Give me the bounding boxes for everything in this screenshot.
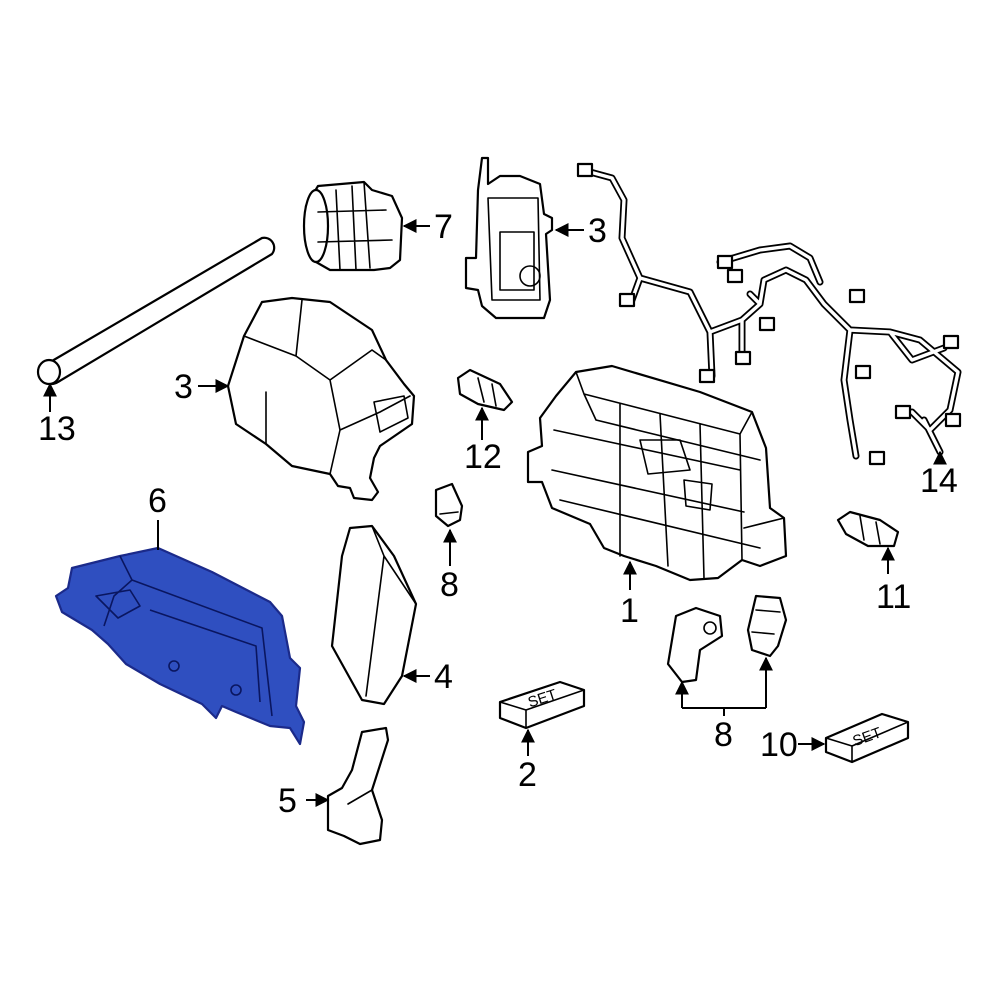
part-6-control-module[interactable] [54,546,306,746]
callout-3-left[interactable]: 3 [174,368,193,406]
part-5-actuator[interactable] [326,726,390,846]
callout-3-right[interactable]: 3 [588,212,607,250]
part-3-case-housing[interactable] [226,296,416,502]
callout-8[interactable]: 8 [440,566,459,604]
part-6-body [54,546,306,746]
callout-10[interactable]: 10 [760,726,798,764]
part-14-wiring-harness[interactable] [576,162,962,466]
part-2-set-box[interactable]: SET [498,680,586,730]
callout-1[interactable]: 1 [620,592,639,630]
callout-5[interactable]: 5 [278,782,297,820]
part-1-hvac-unit[interactable] [526,364,788,582]
part-9-actuator-a[interactable] [666,606,724,684]
callout-labels: 7 3 3 13 12 14 6 8 1 11 4 8 10 2 5 [38,208,958,820]
part-13-tube[interactable] [36,236,276,386]
callout-7[interactable]: 7 [434,208,453,246]
part-12-sensor[interactable] [456,368,514,412]
callout-11[interactable]: 11 [876,578,911,616]
callout-9[interactable]: 8 [714,716,733,754]
leader-lines [43,219,947,807]
callout-12[interactable]: 12 [464,438,502,476]
callout-2[interactable]: 2 [518,756,537,794]
part-4-filter[interactable] [330,524,418,706]
part-3-housing-bracket[interactable] [464,156,554,320]
callout-13[interactable]: 13 [38,410,76,448]
part-9-actuator-b[interactable] [746,594,788,658]
part-11-sensor[interactable] [836,510,900,548]
part-10-set-box[interactable]: SET [824,712,910,764]
callout-14[interactable]: 14 [920,462,958,500]
callout-6[interactable]: 6 [148,482,167,520]
part-7-blower-motor[interactable] [302,180,404,272]
callout-4[interactable]: 4 [434,658,453,696]
part-8-clip[interactable] [434,482,464,528]
